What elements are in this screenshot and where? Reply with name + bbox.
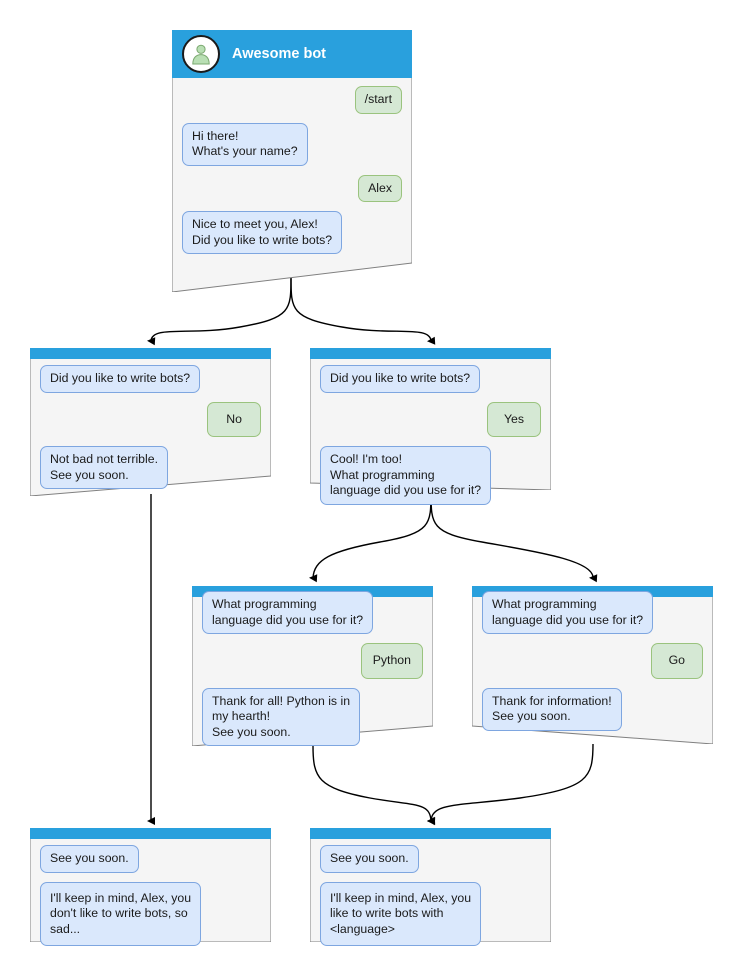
node-end-happy-body: See you soon. I'll keep in mind, Alex, y… bbox=[310, 828, 551, 954]
message-bubble-user[interactable]: Go bbox=[650, 643, 703, 679]
message-bubble-user[interactable]: No bbox=[207, 401, 261, 437]
message-bubble-bot[interactable]: Thank for information! See you soon. bbox=[482, 687, 622, 731]
message-bubble-user[interactable]: Yes bbox=[486, 401, 541, 437]
message-row: I'll keep in mind, Alex, you like to wri… bbox=[320, 881, 541, 946]
message-row: I'll keep in mind, Alex, you don't like … bbox=[40, 881, 261, 946]
message-bubble-bot[interactable]: Cool! I'm too! What programming language… bbox=[320, 446, 492, 505]
message-row: Yes bbox=[320, 401, 541, 437]
message-row: No bbox=[40, 401, 261, 437]
message-bubble-bot[interactable]: Not bad not terrible. See you soon. bbox=[40, 446, 169, 489]
message-row: /start bbox=[182, 86, 402, 114]
message-bubble-user[interactable]: Python bbox=[360, 643, 423, 679]
message-bubble-bot[interactable]: I'll keep in mind, Alex, you don't like … bbox=[40, 881, 202, 946]
node-python-branch[interactable]: What programming language did you use fo… bbox=[192, 586, 433, 746]
message-bubble-bot[interactable]: See you soon. bbox=[320, 845, 419, 873]
message-row: See you soon. bbox=[320, 845, 541, 873]
message-list-yes-branch: Did you like to write bots? Yes Cool! I'… bbox=[310, 359, 551, 513]
message-bubble-bot[interactable]: See you soon. bbox=[40, 845, 139, 873]
chat-header-yes-branch bbox=[310, 348, 551, 359]
node-yes-branch-body: Did you like to write bots? Yes Cool! I'… bbox=[310, 348, 551, 513]
message-row: Nice to meet you, Alex! Did you like to … bbox=[182, 211, 402, 254]
chat-header-no-branch bbox=[30, 348, 271, 359]
message-row: Cool! I'm too! What programming language… bbox=[320, 446, 541, 505]
node-end-sad-body: See you soon. I'll keep in mind, Alex, y… bbox=[30, 828, 271, 954]
message-bubble-bot[interactable]: I'll keep in mind, Alex, you like to wri… bbox=[320, 881, 482, 946]
message-list-root: /start Hi there! What's your name? Alex … bbox=[172, 78, 412, 262]
message-row: What programming language did you use fo… bbox=[202, 591, 423, 634]
message-bubble-user[interactable]: /start bbox=[354, 86, 402, 114]
message-row: Alex bbox=[182, 174, 402, 202]
message-list-python-branch: What programming language did you use fo… bbox=[192, 591, 433, 754]
message-list-no-branch: Did you like to write bots? No Not bad n… bbox=[30, 359, 271, 497]
node-yes-branch[interactable]: Did you like to write bots? Yes Cool! I'… bbox=[310, 348, 551, 505]
message-bubble-bot[interactable]: Hi there! What's your name? bbox=[182, 122, 308, 166]
message-row: Thank for all! Python is in my hearth! S… bbox=[202, 687, 423, 746]
message-bubble-bot[interactable]: Nice to meet you, Alex! Did you like to … bbox=[182, 211, 343, 254]
message-row: Python bbox=[202, 643, 423, 679]
node-root-body: Awesome bot /start Hi there! What's your… bbox=[172, 30, 412, 262]
message-bubble-user[interactable]: Alex bbox=[358, 174, 402, 202]
node-python-branch-body: What programming language did you use fo… bbox=[192, 586, 433, 754]
chat-header-root: Awesome bot bbox=[172, 30, 412, 78]
edge-python-to-end-happy bbox=[312, 745, 436, 825]
node-no-branch-body: Did you like to write bots? No Not bad n… bbox=[30, 348, 271, 497]
message-list-end-sad: See you soon. I'll keep in mind, Alex, y… bbox=[30, 839, 271, 954]
node-root[interactable]: Awesome bot /start Hi there! What's your… bbox=[172, 30, 412, 292]
message-row: See you soon. bbox=[40, 845, 261, 873]
message-bubble-bot[interactable]: What programming language did you use fo… bbox=[482, 591, 654, 634]
message-list-end-happy: See you soon. I'll keep in mind, Alex, y… bbox=[310, 839, 551, 954]
message-row: Hi there! What's your name? bbox=[182, 122, 402, 166]
message-row: Did you like to write bots? bbox=[320, 365, 541, 393]
message-bubble-bot[interactable]: Did you like to write bots? bbox=[320, 365, 481, 393]
node-no-branch[interactable]: Did you like to write bots? No Not bad n… bbox=[30, 348, 271, 496]
message-bubble-bot[interactable]: What programming language did you use fo… bbox=[202, 591, 374, 634]
message-bubble-bot[interactable]: Did you like to write bots? bbox=[40, 365, 201, 393]
node-end-happy[interactable]: See you soon. I'll keep in mind, Alex, y… bbox=[310, 828, 551, 946]
message-row: Thank for information! See you soon. bbox=[482, 687, 703, 731]
edge-go-to-end-happy bbox=[427, 743, 594, 826]
message-row: Did you like to write bots? bbox=[40, 365, 261, 393]
person-avatar-icon bbox=[182, 35, 220, 73]
node-go-branch[interactable]: What programming language did you use fo… bbox=[472, 586, 713, 744]
message-list-go-branch: What programming language did you use fo… bbox=[472, 591, 713, 739]
chat-header-end-happy bbox=[310, 828, 551, 839]
message-row: Go bbox=[482, 643, 703, 679]
chat-header-title: Awesome bot bbox=[232, 46, 327, 62]
message-bubble-bot[interactable]: Thank for all! Python is in my hearth! S… bbox=[202, 687, 361, 746]
message-row: Not bad not terrible. See you soon. bbox=[40, 446, 261, 489]
node-end-sad[interactable]: See you soon. I'll keep in mind, Alex, y… bbox=[30, 828, 271, 946]
chat-header-end-sad bbox=[30, 828, 271, 839]
node-go-branch-body: What programming language did you use fo… bbox=[472, 586, 713, 739]
message-row: What programming language did you use fo… bbox=[482, 591, 703, 634]
